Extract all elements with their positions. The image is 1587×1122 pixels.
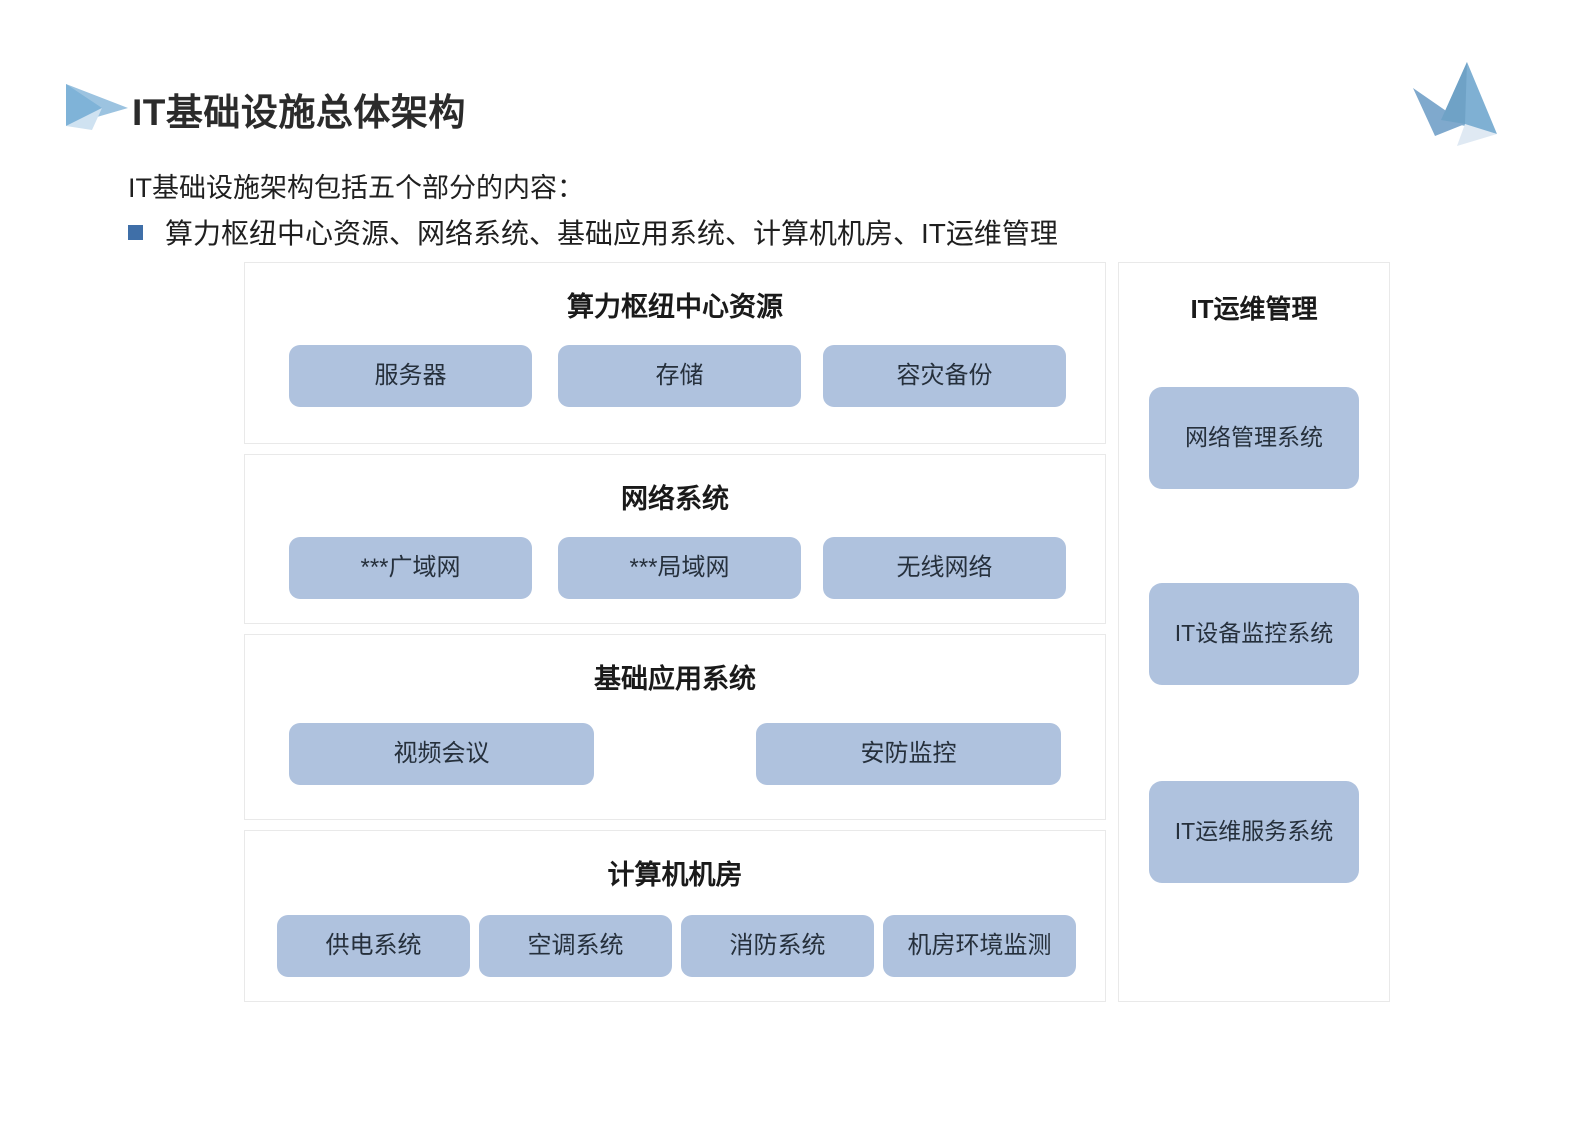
node-lan[interactable]: ***局域网 xyxy=(558,537,801,599)
node-room-environment-monitoring[interactable]: 机房环境监测 xyxy=(883,915,1076,977)
node-wireless-network[interactable]: 无线网络 xyxy=(823,537,1066,599)
section-title-basic-application-system: 基础应用系统 xyxy=(594,664,756,694)
node-disaster-recovery-backup[interactable]: 容灾备份 xyxy=(823,345,1066,407)
bullet-row: 算力枢纽中心资源、网络系统、基础应用系统、计算机机房、IT运维管理 xyxy=(128,212,1058,252)
section-it-operations-management: IT运维管理 网络管理系统 IT设备监控系统 IT运维服务系统 xyxy=(1118,262,1390,1002)
node-it-operations-service-system[interactable]: IT运维服务系统 xyxy=(1149,781,1359,883)
diagram-left-column: 算力枢纽中心资源 服务器 存储 容灾备份 网络系统 ***广域网 ***局域网 … xyxy=(244,262,1106,1002)
section-compute-resources: 算力枢纽中心资源 服务器 存储 容灾备份 xyxy=(244,262,1106,444)
node-security-surveillance[interactable]: 安防监控 xyxy=(756,723,1061,785)
triangle-arrow-icon xyxy=(66,84,128,130)
section-title-computer-room: 计算机机房 xyxy=(607,860,743,890)
node-network-management-system[interactable]: 网络管理系统 xyxy=(1149,387,1359,489)
square-bullet-icon xyxy=(128,224,143,240)
node-storage[interactable]: 存储 xyxy=(558,345,801,407)
section-title-compute-resources: 算力枢纽中心资源 xyxy=(567,292,783,322)
page-title: IT基础设施总体架构 xyxy=(132,92,466,133)
node-video-conference[interactable]: 视频会议 xyxy=(289,723,594,785)
diagram-right-column: IT运维管理 网络管理系统 IT设备监控系统 IT运维服务系统 xyxy=(1118,262,1390,1002)
node-power-supply-system[interactable]: 供电系统 xyxy=(277,915,470,977)
node-server[interactable]: 服务器 xyxy=(289,345,532,407)
node-it-device-monitoring-system[interactable]: IT设备监控系统 xyxy=(1149,583,1359,685)
node-fire-protection-system[interactable]: 消防系统 xyxy=(681,915,874,977)
bullet-text: 算力枢纽中心资源、网络系统、基础应用系统、计算机机房、IT运维管理 xyxy=(165,218,1058,249)
node-wan[interactable]: ***广域网 xyxy=(289,537,532,599)
intro-line: IT基础设施架构包括五个部分的内容： xyxy=(128,173,584,203)
twin-triangle-logo-icon xyxy=(1413,62,1497,146)
node-air-conditioning-system[interactable]: 空调系统 xyxy=(479,915,672,977)
architecture-diagram: 算力枢纽中心资源 服务器 存储 容灾备份 网络系统 ***广域网 ***局域网 … xyxy=(244,262,1390,1002)
section-title-network-system: 网络系统 xyxy=(621,484,729,514)
section-computer-room: 计算机机房 供电系统 空调系统 消防系统 机房环境监测 xyxy=(244,830,1106,1002)
section-network-system: 网络系统 ***广域网 ***局域网 无线网络 xyxy=(244,454,1106,624)
section-title-it-operations-management: IT运维管理 xyxy=(1190,294,1318,324)
section-basic-application-system: 基础应用系统 视频会议 安防监控 xyxy=(244,634,1106,820)
